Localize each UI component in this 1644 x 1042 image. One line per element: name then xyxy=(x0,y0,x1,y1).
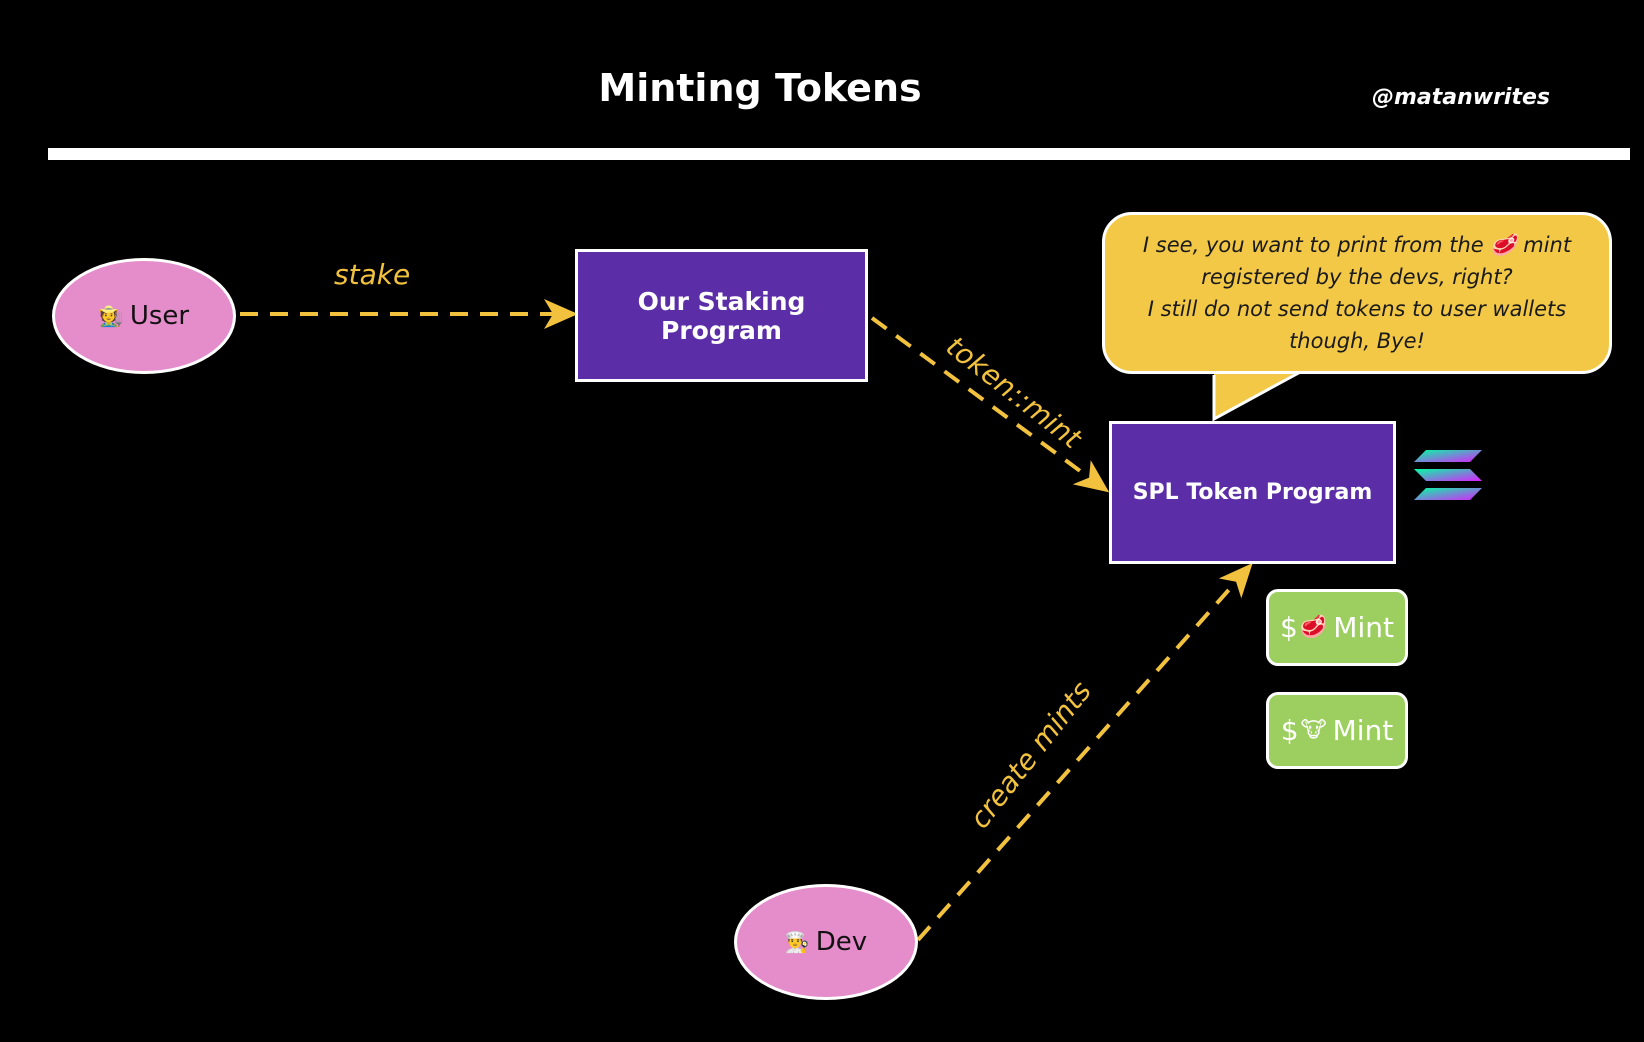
dev-node-label: Dev xyxy=(815,927,868,957)
meat-mint-prefix: $ xyxy=(1280,611,1298,644)
farmer-icon: 🧑‍🌾 xyxy=(98,304,124,328)
edge-token-mint-arrow xyxy=(870,316,1110,493)
meat-icon: 🥩 xyxy=(1490,233,1517,257)
bubble-line-1-end: mint xyxy=(1523,233,1572,257)
edge-label-stake: stake xyxy=(334,258,411,291)
chef-icon: 👨‍🍳 xyxy=(784,930,810,954)
cow-mint-prefix: $ xyxy=(1280,714,1299,747)
cow-mint-label: Mint xyxy=(1332,714,1394,747)
meat-mint-label: Mint xyxy=(1333,611,1394,644)
page-title: Minting Tokens xyxy=(598,66,922,110)
user-node-label: User xyxy=(129,301,190,331)
meat-icon: 🥩 xyxy=(1299,615,1328,640)
spl-token-program-label: SPL Token Program xyxy=(1132,480,1373,505)
meat-mint-node: $ 🥩 Mint xyxy=(1266,589,1408,666)
edge-create-mints-arrow xyxy=(916,563,1253,942)
dev-node: 👨‍🍳 Dev xyxy=(734,884,918,1000)
cow-icon: 🐮 xyxy=(1300,718,1327,743)
user-node: 🧑‍🌾 User xyxy=(52,258,236,374)
bubble-line-1: I see, you want to print from the 🥩 mint xyxy=(1143,229,1571,261)
bubble-line-3: I still do not send tokens to user walle… xyxy=(1147,297,1567,321)
title-divider xyxy=(48,148,1630,160)
bubble-line-2: registered by the devs, right? xyxy=(1201,265,1513,289)
staking-program-node: Our Staking Program xyxy=(575,249,868,382)
bubble-line-4: though, Bye! xyxy=(1289,329,1425,353)
author-handle: @matanwrites xyxy=(1371,85,1550,110)
solana-logo-icon xyxy=(1414,450,1482,500)
staking-program-label: Our Staking Program xyxy=(637,286,806,345)
speech-bubble: I see, you want to print from the 🥩 mint… xyxy=(1102,212,1612,374)
speech-bubble-tail xyxy=(1212,369,1303,421)
spl-token-program-node: SPL Token Program xyxy=(1109,421,1396,564)
cow-mint-node: $ 🐮 Mint xyxy=(1266,692,1408,769)
bubble-line-1-text: I see, you want to print from the xyxy=(1142,233,1484,257)
